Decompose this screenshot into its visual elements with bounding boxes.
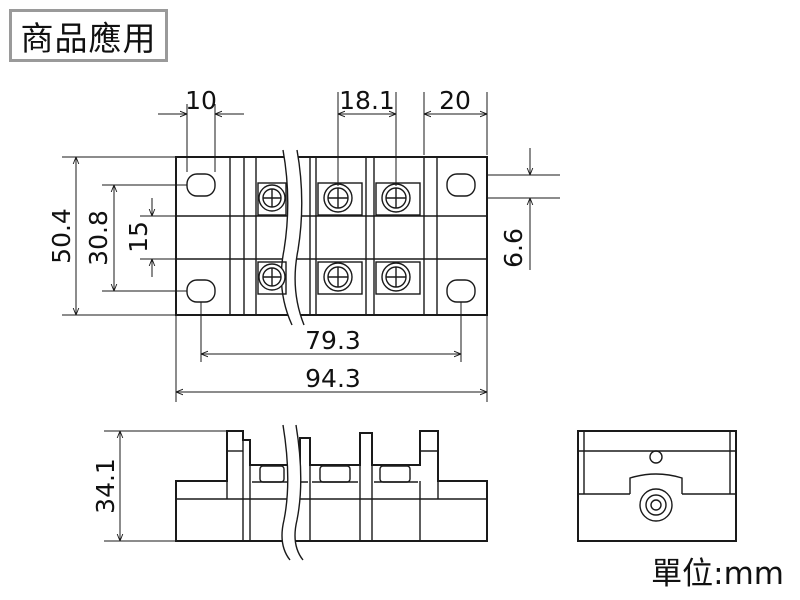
dimension-20: 20: [423, 86, 488, 155]
dimension-79-3: 79.3: [200, 302, 462, 362]
dimension-18-1: 18.1: [337, 86, 397, 186]
front-view: [175, 424, 488, 561]
terminal-block-body: [175, 156, 488, 316]
dim-label-18-1: 18.1: [339, 86, 395, 115]
dim-label-20: 20: [439, 86, 471, 115]
screw-terminal-top-3: [375, 182, 421, 216]
dim-label-94-3: 94.3: [305, 364, 361, 393]
screw-head-2: [319, 465, 351, 483]
mounting-slot-top-right: [446, 173, 476, 197]
dimension-94-3: 94.3: [175, 315, 488, 402]
page-title: 商品應用: [9, 9, 168, 62]
dimension-34-1: 34.1: [91, 430, 227, 542]
screw-terminal-bottom-1: [257, 261, 287, 295]
dimension-6-6: 6.6: [487, 148, 560, 270]
dim-label-50-4: 50.4: [47, 208, 76, 264]
screw-terminal-bottom-2: [317, 261, 363, 295]
dim-label-34-1: 34.1: [91, 458, 120, 514]
dim-label-15: 15: [124, 221, 153, 253]
mounting-slot-top-left: [186, 173, 216, 197]
side-view: [577, 430, 737, 542]
dimension-15: 15: [124, 198, 176, 277]
dim-label-10: 10: [185, 86, 217, 115]
screw-terminal-top-2: [317, 182, 363, 216]
screw-terminal-top-1: [257, 182, 287, 216]
screw-head-3: [379, 465, 411, 483]
dimension-30-8: 30.8: [84, 184, 187, 292]
dim-label-6-6: 6.6: [499, 228, 528, 268]
screw-terminal-bottom-3: [375, 261, 421, 295]
dim-label-30-8: 30.8: [84, 210, 113, 266]
unit-label: 單位:mm: [651, 556, 784, 592]
mounting-slot-bottom-right: [446, 279, 476, 303]
screw-head-1: [259, 465, 285, 483]
top-view: [175, 149, 488, 326]
dimension-10: 10: [158, 86, 244, 172]
dimension-50-4: 50.4: [47, 156, 176, 316]
mounting-slot-bottom-left: [186, 279, 216, 303]
side-hole: [649, 450, 663, 464]
side-nut: [639, 488, 673, 522]
dim-label-79-3: 79.3: [305, 326, 361, 355]
